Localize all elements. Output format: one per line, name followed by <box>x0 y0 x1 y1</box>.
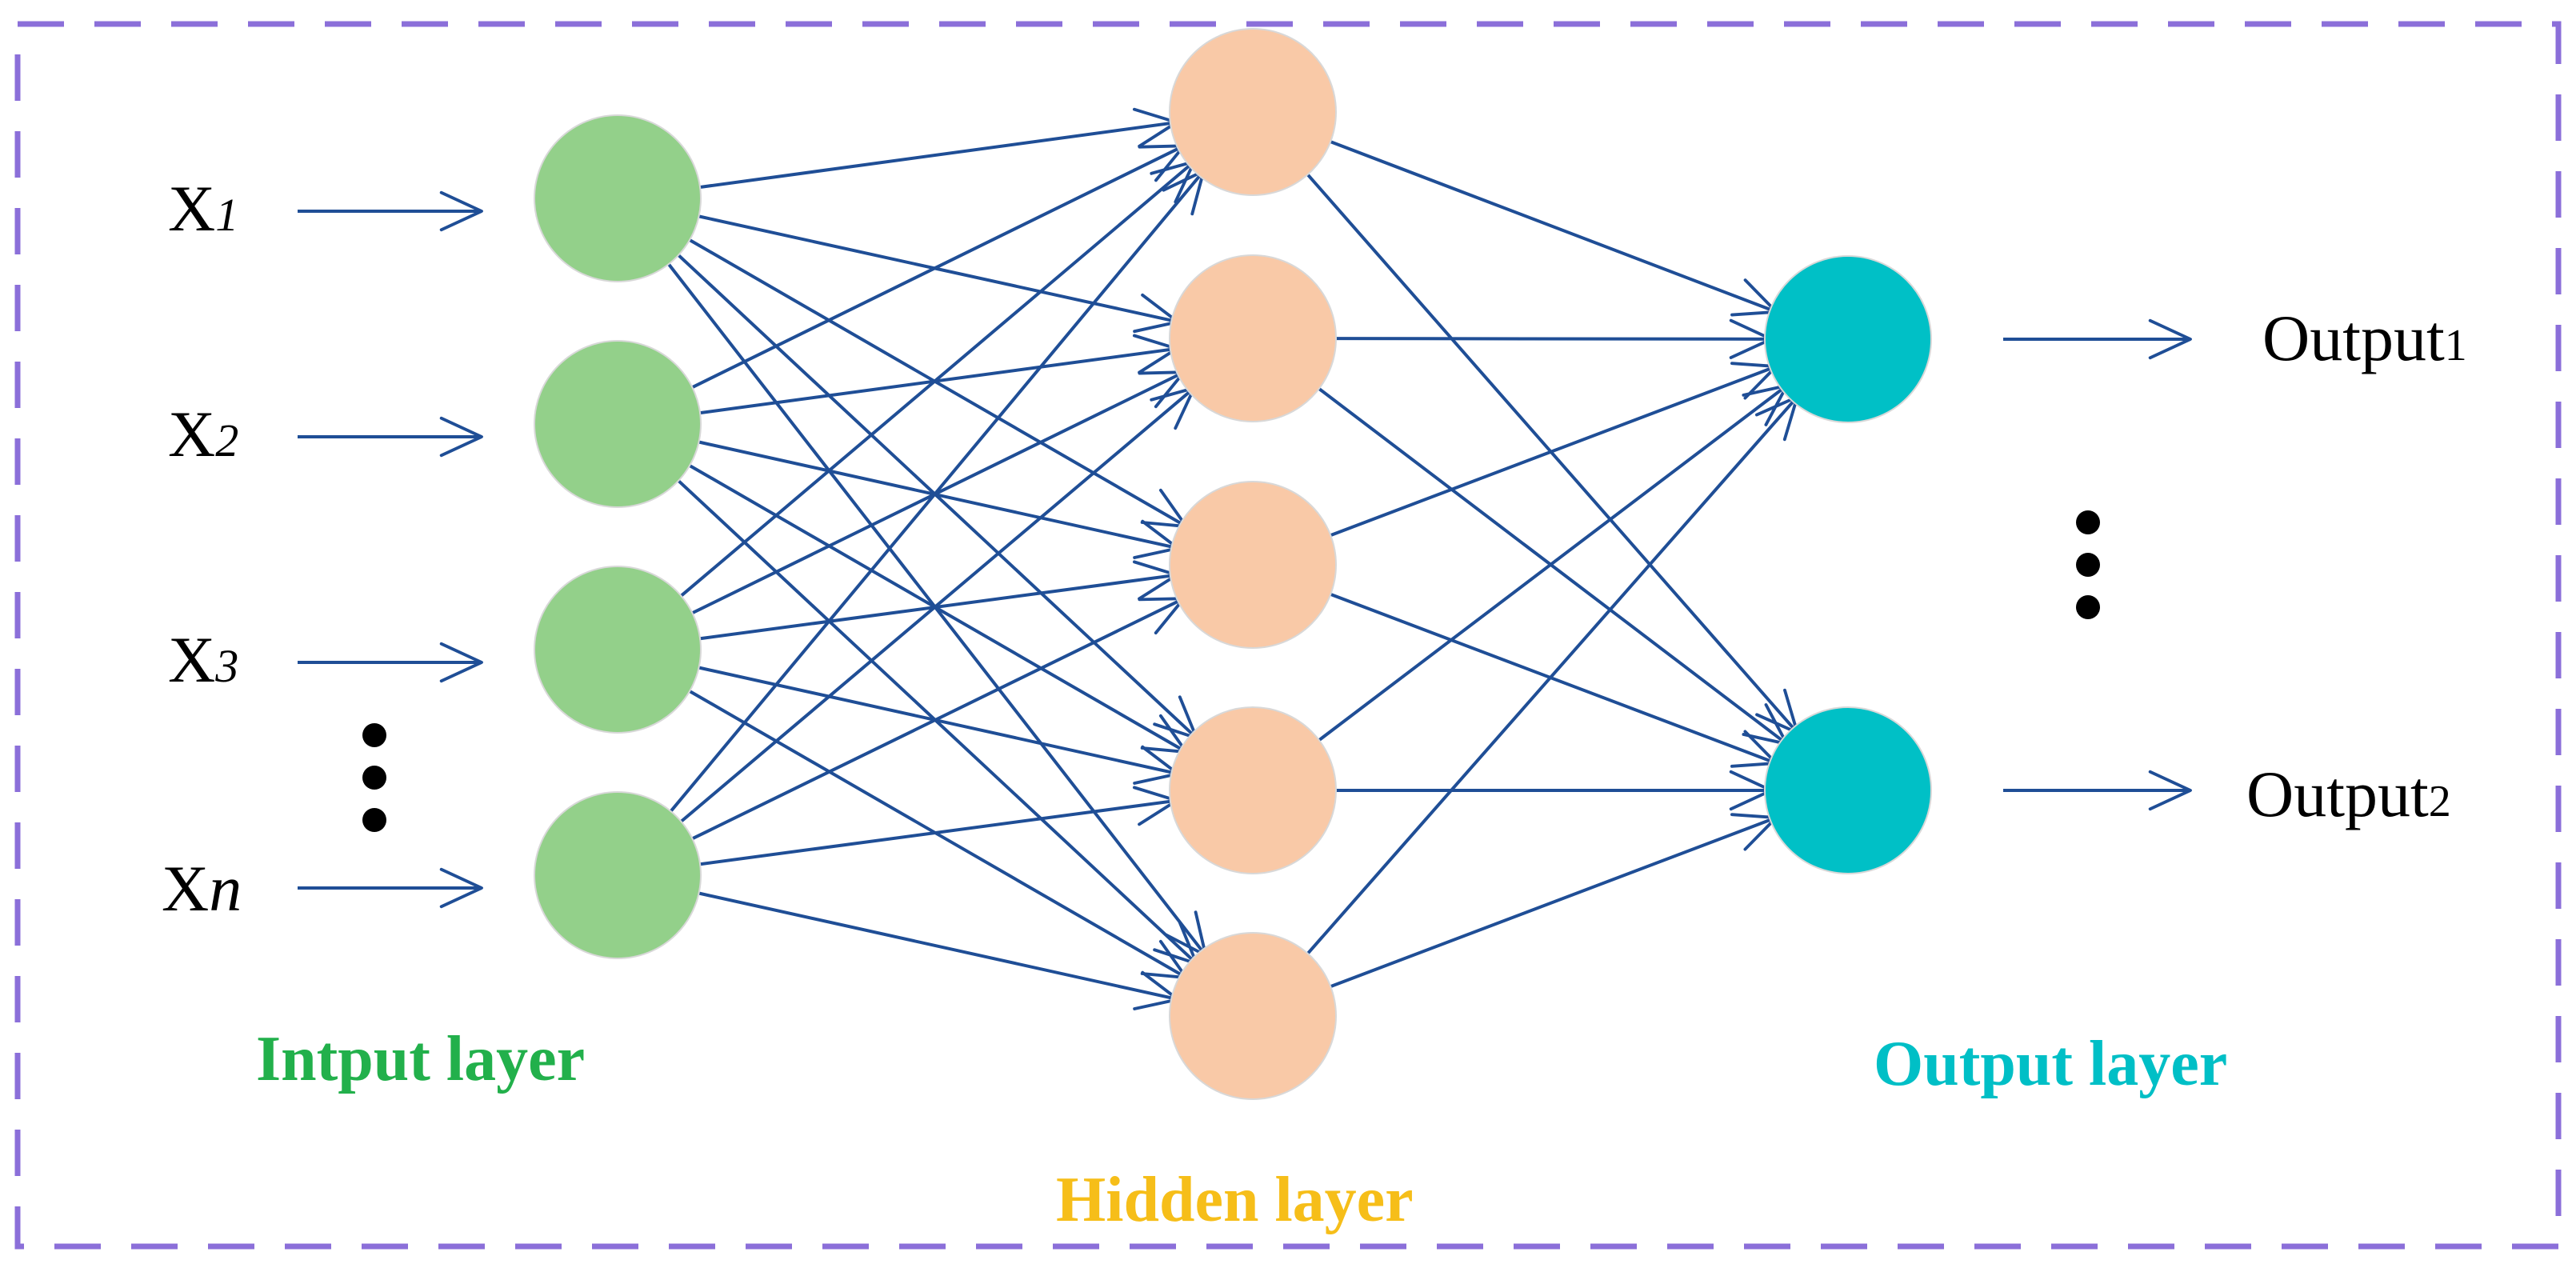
edge-input-1-hidden-2 <box>698 214 1180 334</box>
edge-hidden-3-output-2 <box>1330 592 1778 768</box>
edge-hidden-2-output-1 <box>1335 318 1773 359</box>
input-layer-label: Intput layer <box>256 1024 585 1094</box>
output-ellipsis <box>2076 510 2100 619</box>
input-node-3 <box>534 566 702 734</box>
edge-input-3-hidden-3 <box>699 560 1178 641</box>
edge-input-4-hidden-5 <box>698 891 1180 1010</box>
edge-hidden-2-output-2 <box>1318 387 1789 746</box>
edge-hidden-4-output-1 <box>1318 384 1789 742</box>
input-node-1 <box>534 114 702 282</box>
output-label-2: Output2 <box>2246 758 2451 830</box>
edge-input-4-hidden-1 <box>669 169 1206 813</box>
edge-input-2-hidden-1 <box>691 144 1186 389</box>
edge-input-4-hidden-3 <box>691 597 1186 841</box>
edge-hidden-5-output-2 <box>1330 813 1778 989</box>
hidden-node-4 <box>1169 706 1337 874</box>
output-node-1 <box>1764 255 1932 423</box>
edge-hidden-1-output-2 <box>1306 173 1799 734</box>
input-node-2 <box>534 340 702 508</box>
input-label-2: X2 <box>168 398 238 470</box>
output-layer-label: Output layer <box>1874 1029 2227 1099</box>
hidden-node-3 <box>1169 481 1337 649</box>
edge-input-3-hidden-1 <box>680 160 1196 598</box>
edge-input-1-hidden-3 <box>689 238 1188 528</box>
connections <box>667 107 1799 1010</box>
edge-input-3-hidden-4 <box>698 666 1180 785</box>
edge-input-3-hidden-5 <box>689 690 1188 979</box>
input-arrows <box>298 190 483 909</box>
hidden-node-5 <box>1169 932 1337 1100</box>
output-node-2 <box>1764 706 1932 874</box>
output-label-1: Output1 <box>2262 302 2467 374</box>
edge-hidden-1-output-1 <box>1330 140 1778 317</box>
edge-input-2-hidden-3 <box>698 440 1180 559</box>
hidden-layer-label: Hidden layer <box>1056 1165 1414 1235</box>
edge-input-2-hidden-2 <box>699 334 1178 415</box>
edge-hidden-5-output-1 <box>1306 395 1799 955</box>
edge-input-1-hidden-1 <box>699 107 1178 189</box>
input-label-n: Xn <box>162 852 242 925</box>
edge-input-1-hidden-4 <box>677 254 1198 740</box>
edge-hidden-3-output-1 <box>1330 362 1778 538</box>
output-arrows <box>2003 318 2192 811</box>
input-node-4 <box>534 791 702 959</box>
nodes <box>534 28 1932 1100</box>
edge-input-2-hidden-4 <box>689 464 1188 754</box>
input-ellipsis <box>362 723 386 832</box>
input-label-1: X1 <box>168 172 238 245</box>
edge-input-4-hidden-4 <box>699 786 1178 866</box>
input-label-3: X3 <box>168 623 238 696</box>
dashed-border <box>14 21 2562 1250</box>
hidden-node-2 <box>1169 254 1337 422</box>
edge-input-4-hidden-2 <box>680 386 1196 823</box>
edge-input-2-hidden-5 <box>677 479 1198 966</box>
hidden-node-1 <box>1169 28 1337 196</box>
